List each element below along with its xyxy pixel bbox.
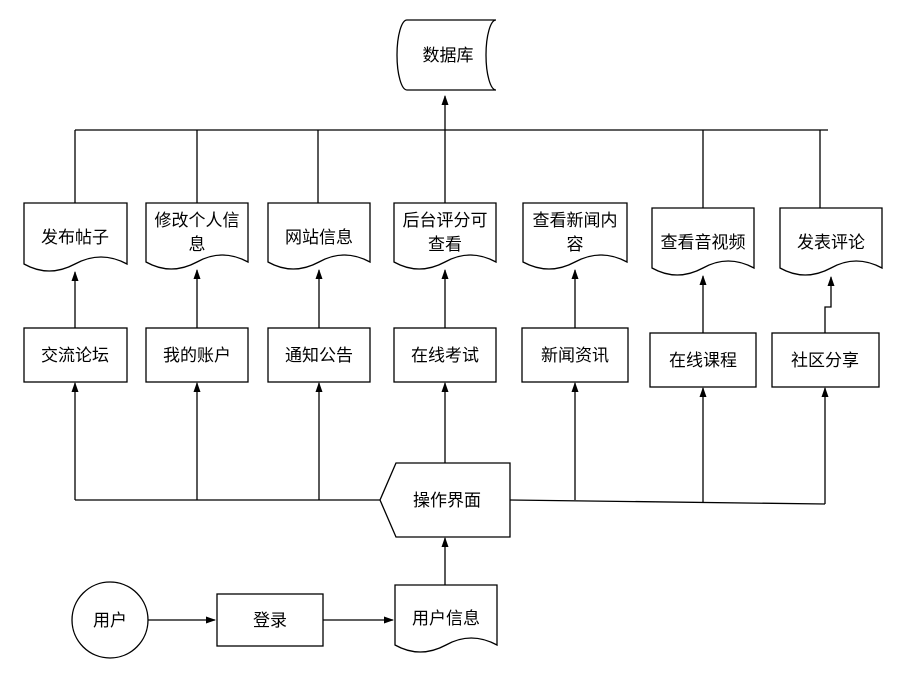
document-news-content: 查看新闻内 容 xyxy=(522,202,628,270)
document-comment-label: 发表评论 xyxy=(797,233,865,253)
module-forum: 交流论坛 xyxy=(23,327,128,383)
module-share-label: 社区分享 xyxy=(791,351,859,371)
module-share: 社区分享 xyxy=(771,332,880,388)
document-news-content-line1: 查看新闻内 xyxy=(533,211,618,231)
document-site-info: 网站信息 xyxy=(267,202,371,270)
document-news-content-line2: 容 xyxy=(567,235,584,255)
document-site-info-label: 网站信息 xyxy=(285,228,353,248)
document-comment: 发表评论 xyxy=(779,207,883,276)
document-post: 发布帖子 xyxy=(23,202,128,272)
module-account-label: 我的账户 xyxy=(163,346,231,366)
module-course-label: 在线课程 xyxy=(669,351,737,371)
document-modify-info-line1: 修改个人信 xyxy=(155,211,240,231)
user-info-node: 用户信息 xyxy=(394,584,498,653)
document-post-label: 发布帖子 xyxy=(41,228,109,248)
login-label: 登录 xyxy=(253,611,287,631)
database-label: 数据库 xyxy=(423,46,474,66)
module-notice: 通知公告 xyxy=(267,327,371,383)
module-exam-label: 在线考试 xyxy=(411,346,479,366)
module-account: 我的账户 xyxy=(145,327,249,383)
interface-node: 操作界面 xyxy=(379,462,511,538)
user-info-label: 用户信息 xyxy=(412,609,480,629)
module-news-label: 新闻资讯 xyxy=(541,346,609,366)
module-news: 新闻资讯 xyxy=(521,327,629,383)
document-video-label: 查看音视频 xyxy=(661,233,746,253)
login-node: 登录 xyxy=(216,593,324,647)
user-node: 用户 xyxy=(71,581,149,659)
document-review-line2: 查看 xyxy=(428,235,462,255)
interface-right-line xyxy=(509,499,826,505)
document-review: 后台评分可 查看 xyxy=(393,202,497,270)
document-modify-info: 修改个人信 息 xyxy=(145,202,249,270)
arrow-share-to-comment xyxy=(824,276,835,333)
document-modify-info-line2: 息 xyxy=(189,235,206,255)
user-label: 用户 xyxy=(93,611,127,631)
module-course: 在线课程 xyxy=(649,332,757,388)
module-forum-label: 交流论坛 xyxy=(41,346,109,366)
database-node: 数据库 xyxy=(396,19,497,91)
interface-label: 操作界面 xyxy=(413,491,481,511)
module-notice-label: 通知公告 xyxy=(285,346,353,366)
module-exam: 在线考试 xyxy=(393,327,497,383)
document-video: 查看音视频 xyxy=(651,207,755,276)
document-review-line1: 后台评分可 xyxy=(403,211,488,231)
